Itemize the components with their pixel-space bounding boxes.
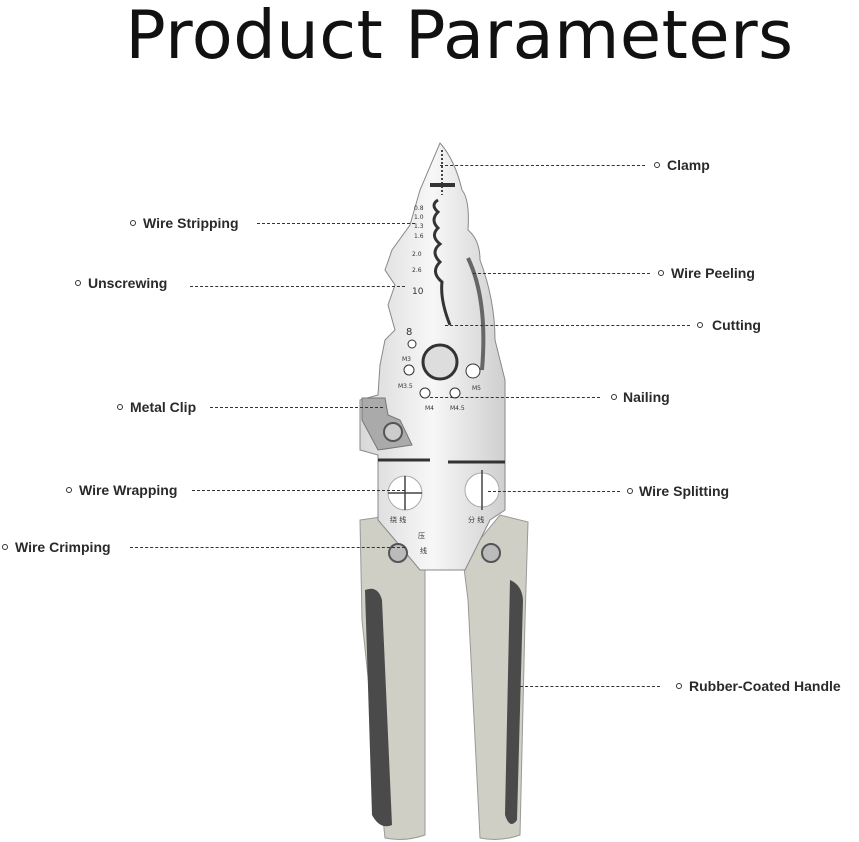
clamp-leader-line: [440, 165, 645, 166]
unscrewing-leader-line: [190, 286, 405, 287]
crimp-mark-top: 压: [418, 532, 425, 540]
nailing-bullet: [611, 394, 617, 400]
cutting-leader-line: [445, 325, 690, 326]
unscrew-10: 10: [412, 287, 424, 297]
callout-wire-splitting: Wire Splitting: [639, 483, 730, 499]
wire-peeling-leader-line: [473, 273, 650, 274]
callout-cutting: Cutting: [712, 317, 761, 333]
strip-size-2: 1.3: [414, 223, 424, 230]
hole-m3-5: M3.5: [398, 383, 413, 390]
wire-stripping-bullet: [130, 220, 136, 226]
callout-wire-crimping: Wire Crimping: [15, 539, 111, 555]
wire-peeling-bullet: [658, 270, 664, 276]
strip-size-4: 2.0: [412, 251, 422, 258]
strip-size-1: 1.0: [414, 214, 424, 221]
hole-m5: M5: [472, 385, 481, 392]
page-title: Product Parameters: [125, 0, 794, 74]
wrap-mark: 绕 线: [390, 515, 406, 524]
strip-size-5: 2.6: [412, 267, 422, 274]
callout-metal-clip: Metal Clip: [130, 399, 197, 415]
wire-crimping-bullet: [2, 544, 8, 550]
callout-wire-wrapping: Wire Wrapping: [79, 482, 178, 498]
wire-stripping-leader-line: [257, 223, 415, 224]
nailing-leader-line: [430, 397, 600, 398]
pliers-head: 0.8 1.0 1.3 1.6 2.0 2.6 10 8 M3 M3.5 M4 …: [359, 142, 506, 571]
strip-size-0: 0.8: [414, 205, 424, 212]
unscrewing-bullet: [75, 280, 81, 286]
hole-m3: M3: [402, 356, 411, 363]
clamp-bullet: [654, 162, 660, 168]
callout-wire-peeling: Wire Peeling: [671, 265, 755, 281]
wire-wrapping-bullet: [66, 487, 72, 493]
hole-m4: M4: [425, 405, 434, 412]
wire-wrapping-leader-line: [192, 490, 405, 491]
strip-size-3: 1.6: [414, 233, 424, 240]
handle-bullet: [676, 683, 682, 689]
wire-splitting-bullet: [627, 488, 633, 494]
callout-wire-stripping: Wire Stripping: [143, 215, 239, 231]
wire-splitting-leader-line: [488, 491, 620, 492]
left-handle: [359, 514, 426, 840]
metal-clip-bullet: [117, 404, 123, 410]
unscrew-8: 8: [406, 327, 412, 338]
handle-leader-line: [520, 686, 660, 687]
callout-unscrewing: Unscrewing: [88, 275, 168, 291]
right-handle: [462, 514, 529, 840]
cutting-bullet: [697, 322, 703, 328]
callout-rubber-coated-handle: Rubber-Coated Handle: [689, 678, 841, 694]
wire-crimping-leader-line: [130, 547, 405, 548]
callout-clamp: Clamp: [667, 157, 710, 173]
callout-nailing: Nailing: [623, 389, 670, 405]
crimp-mark-bottom: 线: [420, 546, 427, 555]
metal-clip-leader-line: [210, 407, 383, 408]
split-mark: 分 线: [468, 515, 484, 524]
hole-m4-5: M4.5: [450, 405, 465, 412]
